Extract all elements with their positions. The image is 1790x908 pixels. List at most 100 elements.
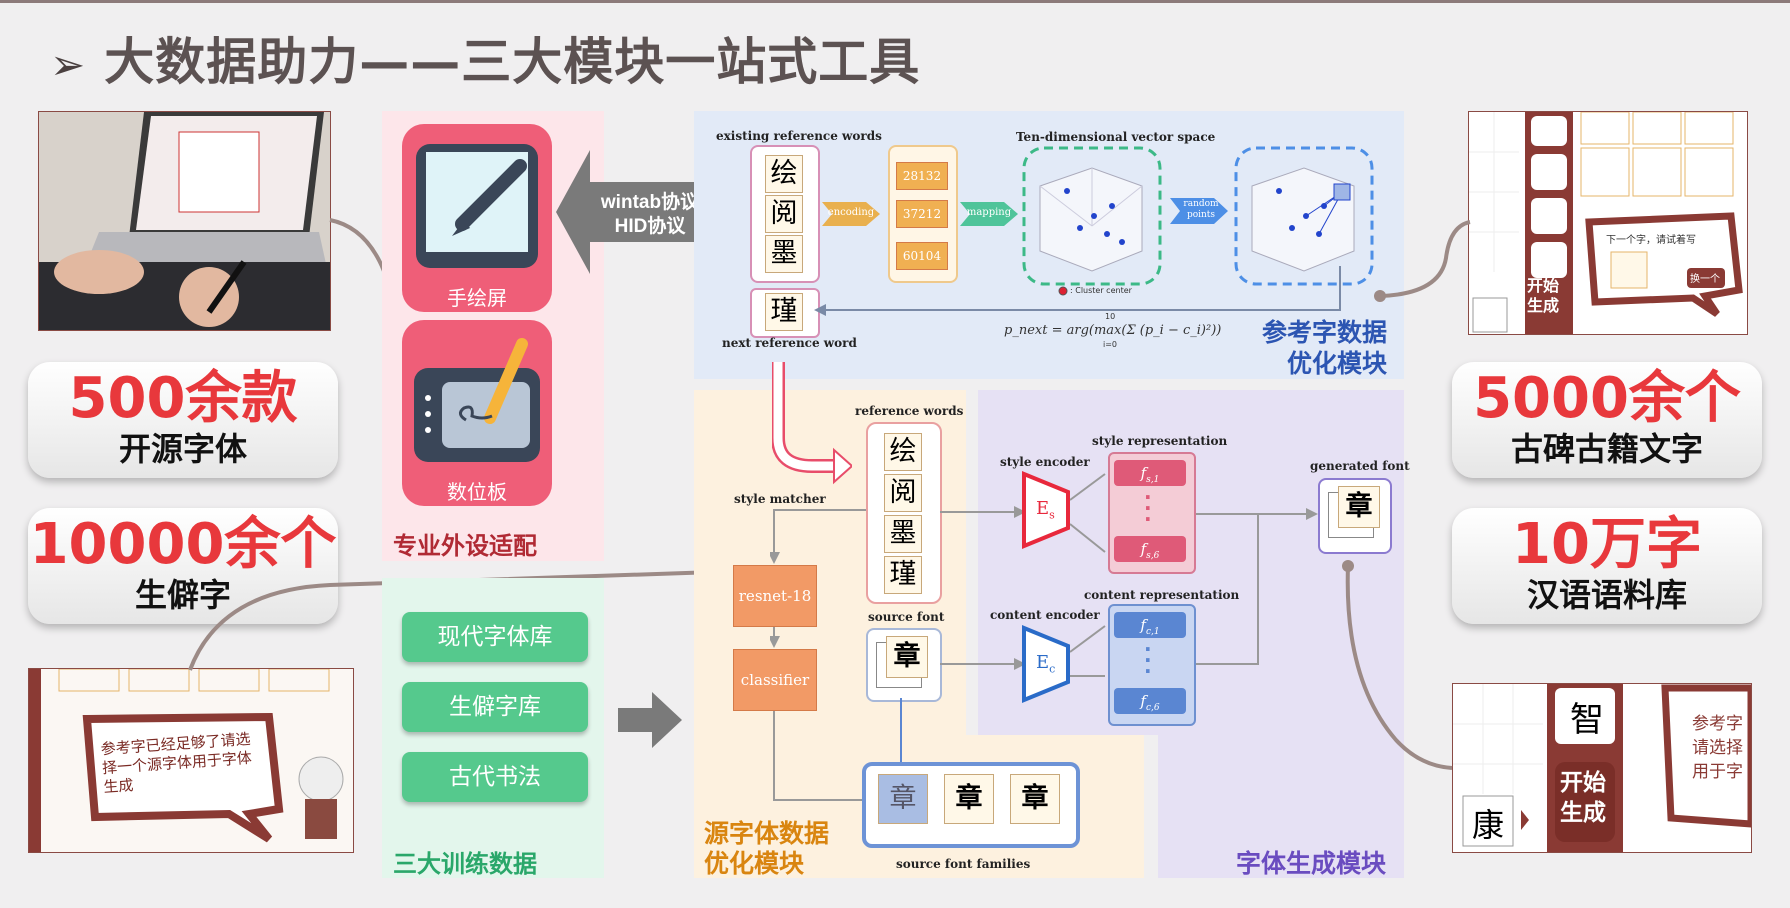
- formula-lower: i=0: [1103, 340, 1118, 349]
- stat-label: 生僻字: [134, 576, 231, 614]
- formula-text: p_next = arg(max(Σ (p_i − c_i)²)): [1004, 323, 1222, 338]
- content-rep-bottom-sub: c,6: [1145, 703, 1160, 713]
- drawing-tablet-icon: [414, 338, 540, 462]
- source-module-label-1: 源字体数据: [704, 819, 830, 848]
- generation-module-label: 字体生成模块: [1236, 849, 1387, 878]
- random-label-1: random: [1183, 199, 1219, 209]
- training-panel-label: 三大训练数据: [393, 850, 537, 878]
- style-rep-bottom-sub: s,6: [1146, 551, 1160, 561]
- stat-number: 10000余个: [29, 512, 337, 577]
- generate-input-char: 康: [1471, 806, 1504, 844]
- writing-bubble-text: 下一个字，请试着写: [1606, 235, 1696, 246]
- ref-char: 墨: [884, 515, 922, 553]
- content-rep-top: fc,1: [1114, 612, 1186, 638]
- right-arrow-icon: [618, 692, 682, 748]
- stat-number: 5000余个: [1473, 366, 1741, 431]
- content-rep-top-sub: c,1: [1145, 627, 1160, 637]
- random-points-arrow: [1170, 198, 1228, 224]
- mapping-label: mapping: [966, 207, 1012, 218]
- style-encoder-symbol: Es: [1036, 498, 1055, 522]
- stat-card-rare-chars: 10000余个 生僻字: [28, 508, 338, 624]
- stat-number: 500余款: [68, 366, 298, 431]
- content-encoder-e: E: [1036, 652, 1050, 673]
- content-rep-bottom: fc,6: [1114, 688, 1186, 714]
- source-font-connector: [900, 698, 902, 768]
- content-rep-dots: ···: [1144, 637, 1152, 683]
- style-matcher-label: style matcher: [734, 492, 826, 506]
- ref-char: 绘: [765, 155, 803, 193]
- content-encoder-label: content encoder: [990, 608, 1100, 622]
- stat-card-fonts: 500余款 开源字体: [28, 362, 338, 478]
- reference-module-label-1: 参考字数据: [1262, 318, 1388, 347]
- arrow-bullet-icon: ➢: [50, 40, 87, 89]
- ref-char: 墨: [765, 235, 803, 273]
- laptop-photo: [38, 111, 331, 331]
- style-rep-bottom: fs,6: [1114, 536, 1186, 562]
- app-screen-writing-illustration: [1469, 112, 1747, 334]
- source-font-label: source font: [868, 610, 945, 624]
- encoding-label: encoding: [827, 207, 875, 218]
- writing-next-button[interactable]: 换一个: [1690, 274, 1720, 285]
- reference-module-label-2: 优化模块: [1287, 349, 1388, 378]
- content-rep-bottom-f: f: [1140, 692, 1146, 710]
- content-encoder-trapezoid: [1022, 625, 1070, 703]
- code-value: 60104: [896, 242, 948, 270]
- vector-space-plot-2: [1234, 146, 1374, 286]
- style-rep-top: fs,1: [1114, 460, 1186, 486]
- selection-formula: p_next = arg(max(Σ (p_i − c_i)²)): [1004, 323, 1221, 338]
- laptop-illustration: [39, 112, 330, 330]
- family-char: 章: [1010, 774, 1060, 824]
- pen-tablet-icon: [416, 144, 538, 268]
- source-module-label-2: 优化模块: [704, 849, 805, 878]
- training-item-calligraphy[interactable]: 古代书法: [402, 752, 588, 802]
- encoding-arrow: [822, 202, 880, 226]
- ref-char: 绘: [884, 433, 922, 471]
- ref-char: 瑾: [884, 556, 922, 594]
- device-drawing-tablet[interactable]: 数位板: [402, 320, 552, 506]
- generated-font-label: generated font: [1310, 459, 1410, 473]
- app-screen-illustration: [29, 669, 353, 852]
- app-screen-writing: [1468, 111, 1748, 335]
- generate-sample-char: 智: [1570, 700, 1604, 740]
- device-tablet-screen[interactable]: 手绘屏: [402, 124, 552, 312]
- cluster-label: : Cluster center: [1070, 286, 1132, 295]
- training-item-modern-fonts[interactable]: 现代字体库: [402, 612, 588, 662]
- style-encoder-sub: s: [1049, 508, 1055, 522]
- style-encoder-label: style encoder: [1000, 455, 1090, 469]
- style-rep-dots: ···: [1144, 485, 1152, 531]
- vector-space-plot-1: [1022, 146, 1162, 286]
- generation-flow-lines: [940, 473, 1318, 677]
- connector-top-right: [1374, 220, 1471, 302]
- training-item-rare-chars[interactable]: 生僻字库: [402, 682, 588, 732]
- source-flow-lines: [770, 509, 868, 801]
- protocol-line-2: HID协议: [614, 216, 686, 237]
- writing-start-button[interactable]: 开始生成: [1527, 276, 1560, 315]
- stat-card-corpus: 10万字 汉语语料库: [1452, 508, 1762, 624]
- generate-start-button[interactable]: 开始生成: [1560, 770, 1606, 826]
- generate-bubble-text: 参考字请选择用于字: [1692, 714, 1743, 782]
- reference-words-label: reference words: [855, 404, 964, 418]
- protocol-double-arrow: [556, 150, 746, 274]
- next-word-label: next reference word: [722, 336, 857, 350]
- family-char: 章: [878, 774, 928, 824]
- code-value: 37212: [896, 200, 948, 228]
- stat-card-ancient-chars: 5000余个 古碑古籍文字: [1452, 362, 1762, 478]
- source-char: 章: [886, 636, 928, 678]
- formula-upper: 10: [1105, 312, 1116, 321]
- top-rule: [0, 0, 1790, 3]
- style-encoder-trapezoid: [1022, 471, 1070, 549]
- stat-label: 古碑古籍文字: [1510, 430, 1703, 468]
- style-rep-top-sub: s,1: [1146, 475, 1160, 485]
- resnet-block: resnet-18: [733, 565, 817, 627]
- feedback-arrow: [814, 266, 1341, 316]
- device-label: 手绘屏: [447, 286, 507, 310]
- ref-char: 阅: [765, 195, 803, 233]
- random-label-2: points: [1186, 210, 1216, 220]
- classifier-block: classifier: [733, 649, 817, 711]
- content-encoder-symbol: Ec: [1036, 652, 1055, 676]
- app-screen-generate: [1452, 683, 1752, 853]
- style-rep-top-f: f: [1140, 464, 1147, 482]
- code-value: 28132: [896, 162, 948, 190]
- ref-char: 阅: [884, 474, 922, 512]
- content-rep-top-f: f: [1140, 616, 1146, 634]
